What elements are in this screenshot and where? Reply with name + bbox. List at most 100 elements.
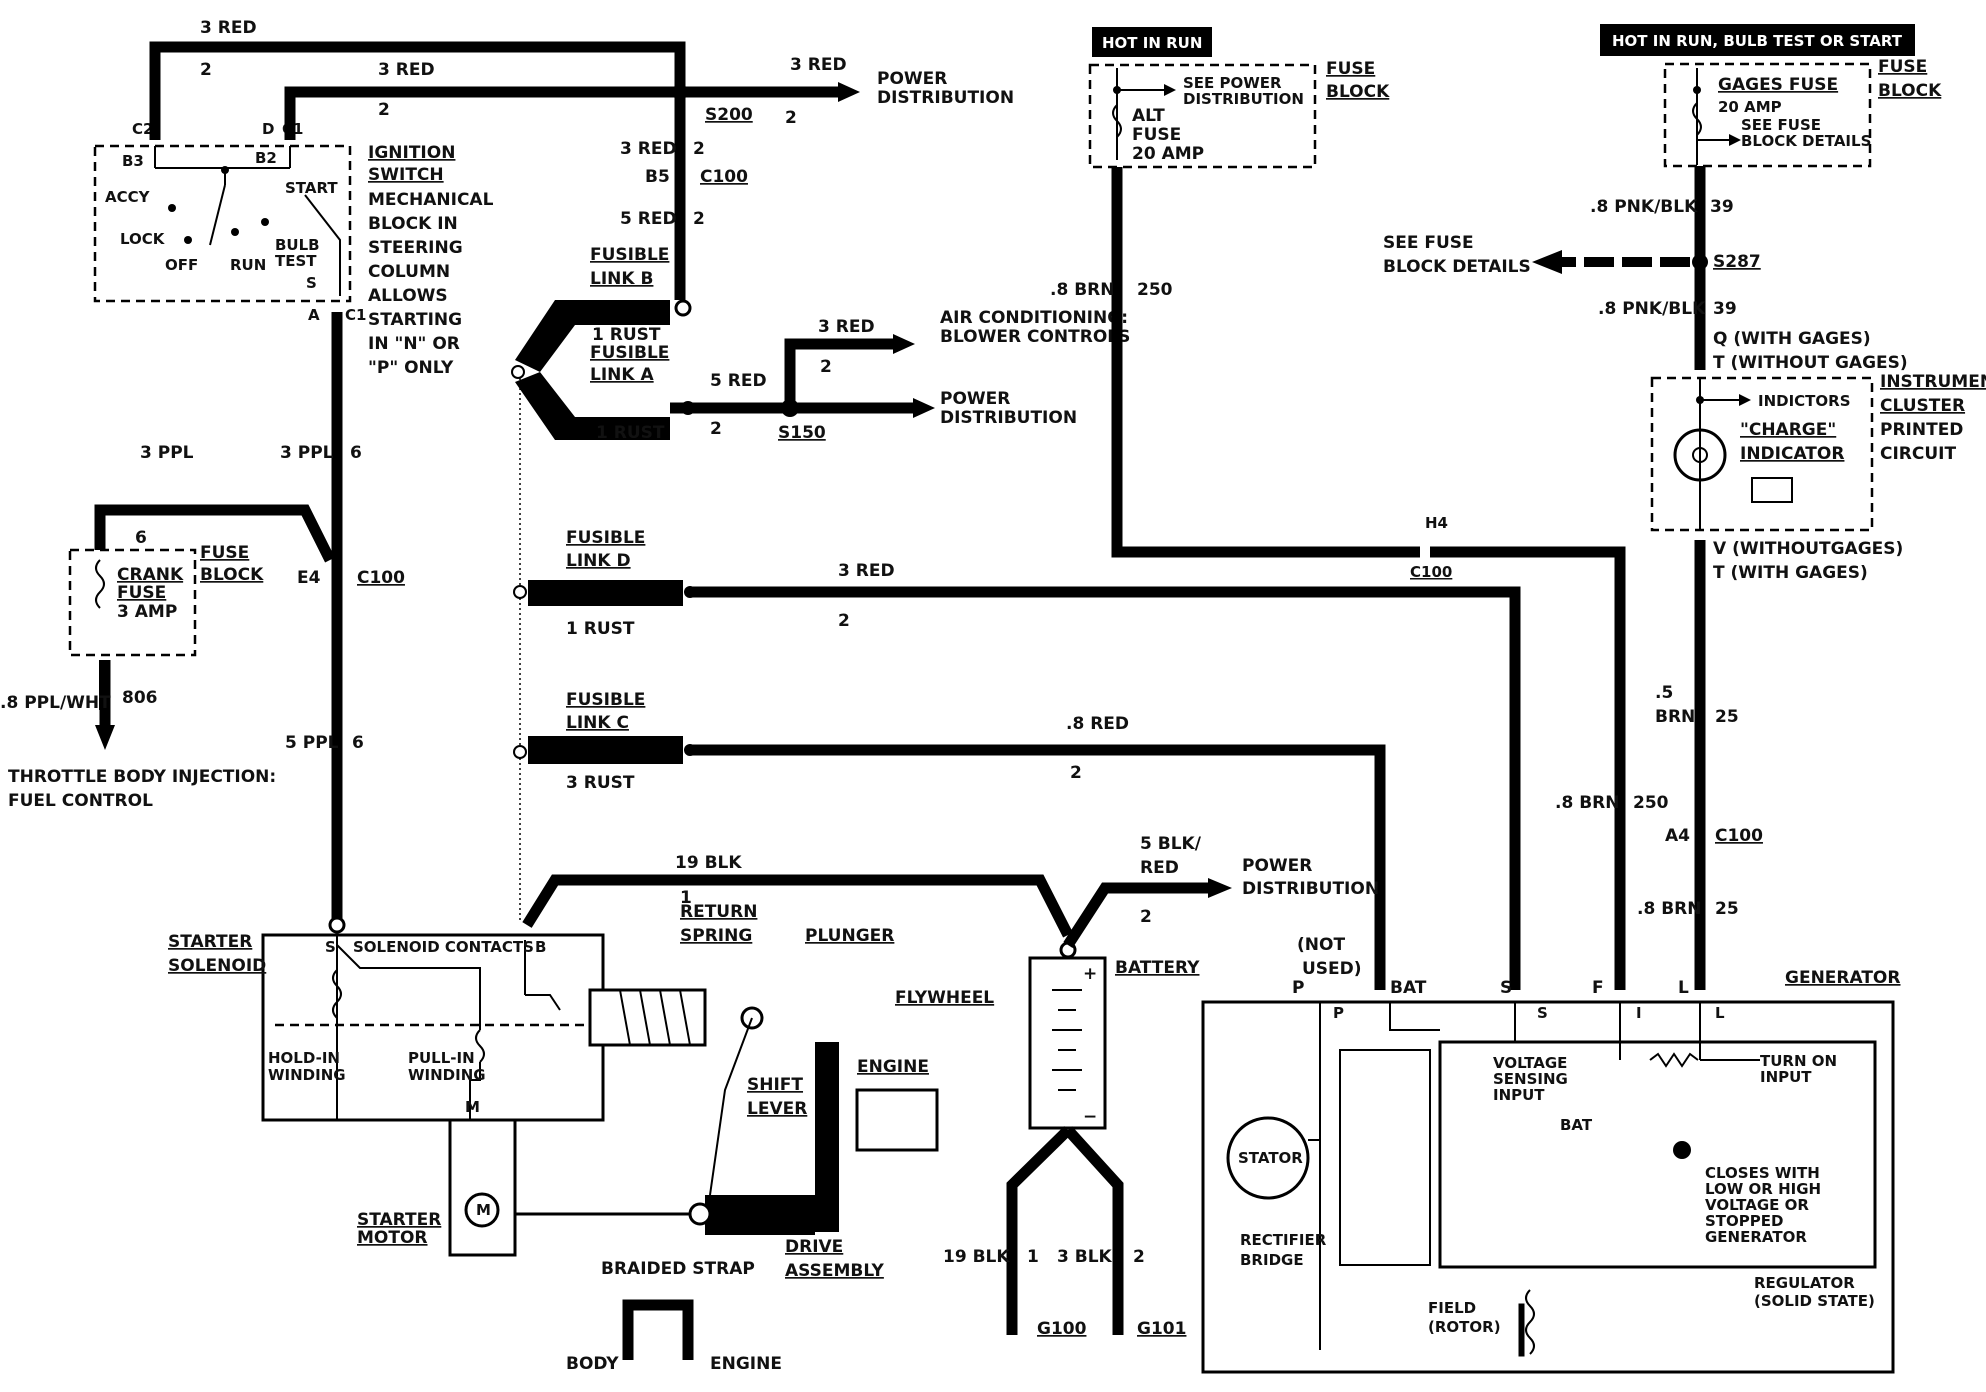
wire-label: BRN <box>1655 707 1695 727</box>
wire-label: 3 RED <box>200 18 257 38</box>
wire-label: 3 RED <box>818 317 875 337</box>
generator-box <box>1201 1000 1895 1374</box>
starter-motor-label: MOTOR <box>357 1228 428 1248</box>
not-used-label: (NOT <box>1297 935 1345 955</box>
starter-motor-box <box>448 1118 517 1257</box>
battery-icon <box>1751 477 1793 503</box>
regulator-label: (SOLID STATE) <box>1754 1292 1875 1310</box>
terminal-b3: B3 <box>122 152 144 170</box>
hot-run-bulb-banner <box>1600 24 1915 56</box>
wire-label: .5 <box>1655 683 1673 703</box>
wire-label: 2 <box>785 108 797 128</box>
splice-s150: S150 <box>778 423 826 443</box>
wire-label: 250 <box>1633 793 1669 813</box>
plunger-label: PLUNGER <box>805 926 894 946</box>
bat-inner-label: BAT <box>1560 1116 1593 1134</box>
see-fuse-block-label: SEE FUSE <box>1741 116 1821 134</box>
wire-label: 3 RED <box>838 561 895 581</box>
field-rotor-label: (ROTOR) <box>1428 1318 1501 1336</box>
wire-label: 2 <box>838 611 850 631</box>
charge-indicator-label: INDICATOR <box>1740 444 1844 464</box>
battery-label: BATTERY <box>1115 958 1200 978</box>
connector-c100: C100 <box>1715 826 1763 846</box>
t-without-gages-label: T (WITHOUT GAGES) <box>1713 353 1908 373</box>
terminal-e4: E4 <box>297 568 321 588</box>
wire-label: 3 RUST <box>566 773 635 793</box>
terminal-a4: A4 <box>1665 826 1690 846</box>
closes-with-label: LOW OR HIGH <box>1705 1180 1821 1198</box>
wire-label: 1 <box>680 888 692 908</box>
fusible-link-c-label: LINK C <box>566 713 629 733</box>
instrument-cluster-label: CIRCUIT <box>1880 444 1956 464</box>
fuse-block-label: FUSE <box>200 543 249 563</box>
ignition-desc-line: IN "N" OR <box>368 334 460 354</box>
position-lock: LOCK <box>120 230 166 248</box>
closes-with-label: STOPPED <box>1705 1212 1783 1230</box>
splice-s200: S200 <box>705 105 753 125</box>
top-wires: 3 RED 2 3 RED 2 3 RED 2 S200 POWER DISTR… <box>149 18 1014 317</box>
fusible-links-ab: FUSIBLE LINK B 1 RUST FUSIBLE LINK A 1 R… <box>511 245 1130 443</box>
ignition-desc-line: COLUMN <box>368 262 450 282</box>
alt-fuse-section: HOT IN RUN SEE POWER DISTRIBUTION ALT FU… <box>1050 27 1669 990</box>
wire-label: 1 RUST <box>592 325 661 345</box>
power-distribution-label: DISTRIBUTION <box>1242 879 1379 899</box>
rectifier-bridge-label: BRIDGE <box>1240 1251 1304 1269</box>
ignition-title-line1: IGNITION <box>368 143 455 163</box>
terminal-a: A <box>308 306 320 324</box>
battery-minus: − <box>1083 1107 1097 1127</box>
wire-label: 2 <box>693 139 705 159</box>
battery-section: + − BATTERY 5 BLK/ RED 2 POWER DISTRIBUT… <box>943 834 1379 1339</box>
wire-label: 6 <box>135 528 147 548</box>
terminal-d: D <box>262 120 274 138</box>
rectifier-bridge-label: RECTIFIER <box>1240 1231 1327 1249</box>
wire-label: 3 BLK <box>1057 1247 1113 1267</box>
connector-c100: C100 <box>700 167 748 187</box>
gages-amp-label: 20 AMP <box>1718 98 1782 116</box>
fuse-block-label: FUSE <box>1326 59 1375 79</box>
engine-label: ENGINE <box>857 1057 929 1077</box>
flywheel-icon <box>815 1042 839 1232</box>
shift-lever-label: LEVER <box>747 1099 807 1119</box>
wire-label: 2 <box>1070 763 1082 783</box>
gages-fuse-label: GAGES FUSE <box>1718 75 1838 95</box>
rectifier-bridge-icon <box>1339 1049 1431 1266</box>
field-rotor-label: FIELD <box>1428 1299 1476 1317</box>
terminal-f: F <box>1592 978 1604 998</box>
flywheel-label: FLYWHEEL <box>895 988 994 1008</box>
wire-label: 3 PPL <box>280 443 334 463</box>
charge-indicator-label: "CHARGE" <box>1740 420 1836 440</box>
terminal-b2: B2 <box>255 149 277 167</box>
terminal-h4: H4 <box>1425 514 1448 532</box>
starter-solenoid-label: SOLENOID <box>168 956 266 976</box>
ground-g100: G100 <box>1037 1319 1087 1339</box>
alt-fuse-box <box>1088 63 1317 169</box>
power-distribution-label: DISTRIBUTION <box>877 88 1014 108</box>
fuse-block-label: BLOCK <box>1326 82 1390 102</box>
terminal-l: L <box>1678 978 1689 998</box>
hold-in-winding-label: WINDING <box>268 1066 346 1084</box>
ignition-desc-line: BLOCK IN <box>368 214 458 234</box>
connector-c100: C100 <box>357 568 405 588</box>
closes-with-label: VOLTAGE OR <box>1705 1196 1809 1214</box>
fusible-link-d-label: FUSIBLE <box>566 528 645 548</box>
wire-label: 6 <box>350 443 362 463</box>
drive-assembly-label: DRIVE <box>785 1237 843 1257</box>
position-off: OFF <box>165 256 198 274</box>
ignition-desc-line: "P" ONLY <box>368 358 454 378</box>
wire-label: 3 RED <box>378 60 435 80</box>
crank-fuse-label: 3 AMP <box>117 602 177 622</box>
wire-label: .8 BRN <box>1050 280 1114 300</box>
instrument-cluster-box <box>1650 376 1874 532</box>
hot-run-bulb-text: HOT IN RUN, BULB TEST OR START <box>1612 32 1903 50</box>
stator-icon <box>1226 1116 1310 1200</box>
starter-section: STARTER SOLENOID S SOLENOID CONTACTS B M… <box>168 853 1073 1374</box>
wire-label: 2 <box>710 419 722 439</box>
position-run: RUN <box>230 256 266 274</box>
instrument-cluster-label: INSTRUMENT <box>1880 372 1986 392</box>
wire-label: 2 <box>378 100 390 120</box>
alt-fuse-label: ALT <box>1132 106 1165 126</box>
power-distribution-label: POWER <box>940 389 1010 409</box>
return-spring-label: RETURN <box>680 902 757 922</box>
wire-label: .8 PNK/BLK <box>1590 197 1698 217</box>
starter-solenoid-box <box>261 933 605 1122</box>
